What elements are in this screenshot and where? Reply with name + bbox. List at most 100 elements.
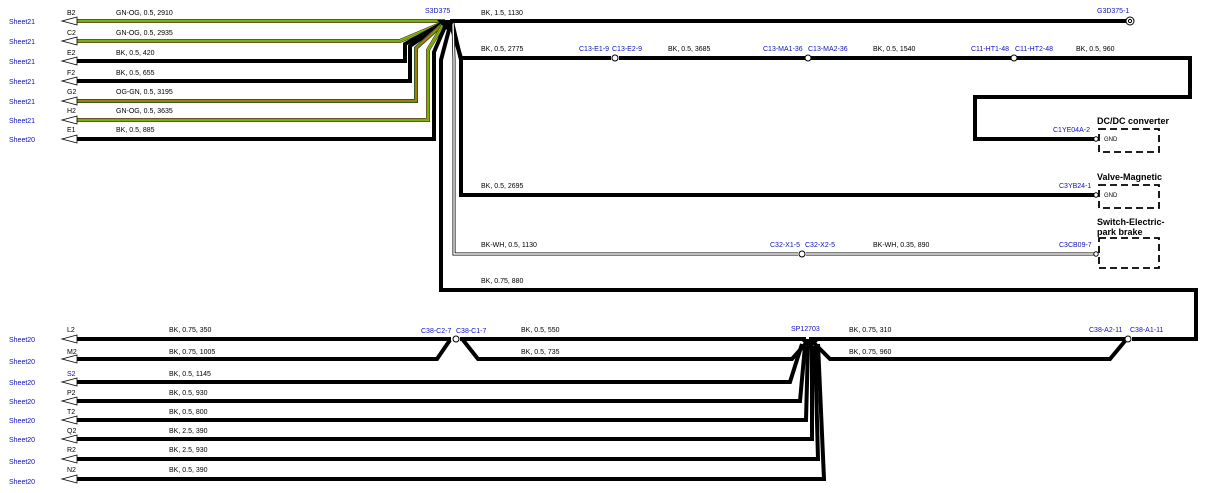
wire-r2b[interactable]	[75, 345, 821, 461]
wire-rb2[interactable]	[810, 339, 1127, 361]
connector-label[interactable]: C11-HT1-48	[971, 46, 1009, 53]
connector-label[interactable]: C13-MA2-36	[808, 46, 848, 53]
wire-t2[interactable]	[75, 345, 810, 422]
sheet-ref[interactable]: Sheet20	[9, 437, 35, 444]
gnd-label: GND	[1104, 193, 1118, 199]
gnd-label: GND	[1104, 137, 1118, 143]
connector-label[interactable]: C11-HT2-48	[1015, 46, 1053, 53]
pin-label: L2	[67, 327, 75, 334]
component-title: DC/DC converter	[1097, 116, 1170, 126]
wire-label: BK, 2.5, 390	[169, 428, 208, 435]
sheet-ref[interactable]: Sheet20	[9, 137, 35, 144]
sheet-ref[interactable]: Sheet21	[9, 99, 35, 106]
wire-label: BK, 0.5, 960	[1076, 46, 1115, 53]
wire-long[interactable]	[439, 21, 1198, 341]
wire-g2[interactable]	[75, 20, 447, 103]
sheet-ref[interactable]: Sheet20	[9, 459, 35, 466]
wire-label: BK, 0.75, 310	[849, 327, 892, 334]
connector-c38-c2-7[interactable]	[452, 335, 460, 343]
wire-label: BK, 0.5, 420	[116, 50, 155, 57]
connector-label[interactable]: C13-E2-9	[612, 46, 642, 53]
sheet-arrows	[60, 16, 78, 484]
connector-c13-ma1-36[interactable]	[804, 54, 812, 62]
wire-label: BK, 0.5, 3685	[668, 46, 711, 53]
sheet-ref[interactable]: Sheet21	[9, 19, 35, 26]
wire-label: BK, 0.5, 390	[169, 467, 208, 474]
connector-label[interactable]: C38-A2-11	[1089, 327, 1122, 334]
connector-label[interactable]: SP12703	[791, 326, 820, 333]
wire-label: BK-WH, 0.5, 1130	[481, 242, 537, 249]
connector-c11-ht1-48[interactable]	[1010, 54, 1018, 62]
splice-s3d375[interactable]	[437, 20, 456, 30]
terminal-c1ye04a-2[interactable]	[1093, 136, 1099, 142]
pin-label: C2	[67, 30, 76, 37]
pin-label: S2	[67, 371, 76, 378]
sheet-ref[interactable]: Sheet20	[9, 418, 35, 425]
wire-label: OG-GN, 0.5, 3195	[116, 89, 173, 96]
connector-label[interactable]: S3D375	[425, 8, 450, 15]
wire-label: BK, 0.75, 350	[169, 327, 212, 334]
wire-n2[interactable]	[75, 343, 827, 481]
wire-wh1[interactable]	[451, 21, 798, 256]
wire-p2[interactable]	[75, 345, 807, 403]
splice-sp12703[interactable]	[800, 339, 820, 349]
connector-label[interactable]: C13-MA1-36	[763, 46, 803, 53]
wire-label: BK, 0.75, 880	[481, 278, 524, 285]
wire-s2[interactable]	[75, 343, 804, 384]
sheet-ref[interactable]: Sheet21	[9, 39, 35, 46]
pin-label: R2	[67, 447, 76, 454]
connector-label[interactable]: G3D375-1	[1097, 8, 1129, 15]
connector-label[interactable]: C32-X1-5	[770, 242, 800, 249]
sheet-ref[interactable]: Sheet20	[9, 380, 35, 387]
sheet-ref[interactable]: Sheet21	[9, 79, 35, 86]
connector-label[interactable]: C38-C1-7	[456, 328, 486, 335]
sheet-ref[interactable]: Sheet20	[9, 359, 35, 366]
wire-e2[interactable]	[75, 20, 446, 63]
wire-label: BK, 0.5, 885	[116, 127, 155, 134]
sheet-ref[interactable]: Sheet20	[9, 479, 35, 486]
connector-label[interactable]: C1YE04A-2	[1053, 127, 1090, 134]
wire-label: BK, 0.5, 800	[169, 409, 208, 416]
terminal-c3yb24-1[interactable]	[1093, 192, 1099, 198]
sheet-ref[interactable]: Sheet20	[9, 337, 35, 344]
valve-magnetic-box[interactable]	[1098, 184, 1160, 209]
wire-f2[interactable]	[75, 20, 447, 83]
sheet-ref[interactable]: Sheet21	[9, 118, 35, 125]
connector-c38-a2-11[interactable]	[1124, 335, 1132, 343]
pin-label: M2	[67, 349, 77, 356]
wire-r4[interactable]	[973, 56, 1192, 141]
pin-label: B2	[67, 10, 76, 17]
wire-label: BK, 2.5, 930	[169, 447, 208, 454]
component-title: Switch-Electric-	[1097, 217, 1165, 227]
wire-label: BK, 0.75, 1005	[169, 349, 215, 356]
connector-label[interactable]: C3CB09-7	[1059, 242, 1092, 249]
wire-label: GN-OG, 0.5, 2910	[116, 10, 173, 17]
connector-label[interactable]: C3YB24-1	[1059, 183, 1091, 190]
wire-m2[interactable]	[75, 338, 452, 361]
wire-label: BK, 0.5, 1540	[873, 46, 916, 53]
pin-label: P2	[67, 390, 76, 397]
wire-label: BK, 0.5, 735	[521, 349, 560, 356]
connector-c13-e1-9[interactable]	[611, 54, 619, 62]
sheet-ref[interactable]: Sheet20	[9, 399, 35, 406]
wire-label: BK, 0.5, 2695	[481, 183, 524, 190]
wire-valve[interactable]	[450, 21, 1094, 197]
pin-label: Q2	[67, 428, 76, 435]
wire-label: BK, 0.5, 655	[116, 70, 155, 77]
wire-e1[interactable]	[75, 21, 449, 141]
wire-mid2[interactable]	[461, 338, 810, 361]
pin-label: E2	[67, 50, 76, 57]
connector-label[interactable]: C13-E1-9	[579, 46, 609, 53]
wire-h2[interactable]	[75, 20, 447, 122]
sheet-ref[interactable]: Sheet21	[9, 59, 35, 66]
connector-label[interactable]: C38-A1-11	[1130, 327, 1163, 334]
component-title: park brake	[1097, 227, 1143, 237]
pin-label: G2	[67, 89, 76, 96]
terminal-c3cb09-7[interactable]	[1093, 251, 1099, 257]
dcdc-converter-box[interactable]	[1098, 128, 1160, 153]
connector-label[interactable]: C38-C2-7	[421, 328, 451, 335]
connector-label[interactable]: C32-X2-5	[805, 242, 835, 249]
connector-c32-x1-5[interactable]	[798, 250, 806, 258]
switch-park-brake-box[interactable]	[1098, 237, 1160, 269]
wire-q2[interactable]	[75, 346, 814, 441]
